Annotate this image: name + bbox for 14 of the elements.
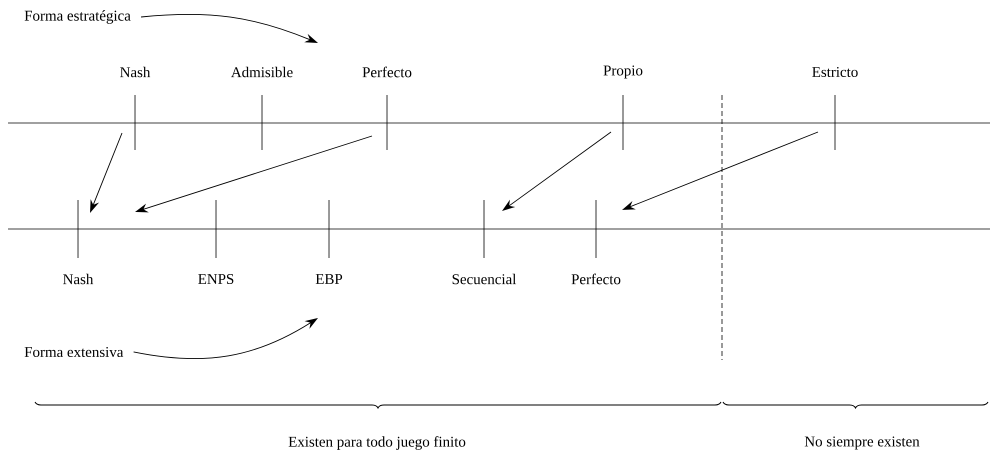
- tick-label: Forma extensiva: [24, 346, 124, 357]
- tick-label: Nash: [120, 66, 150, 78]
- tick-label: Secuencial: [452, 274, 516, 284]
- tick-label: Forma estratégica: [24, 10, 131, 24]
- tick-label: Perfecto: [362, 66, 412, 78]
- brace-label: No siempre existen: [804, 436, 920, 450]
- tick-label: Propio: [604, 65, 642, 79]
- tick-label: Perfecto: [572, 274, 620, 284]
- tick-label: EBP: [316, 274, 342, 284]
- brace-label: Existen para todo juego finito: [288, 436, 466, 450]
- tick-label: ENPS: [198, 274, 234, 284]
- tick-label: Admisible: [231, 66, 293, 78]
- tick-label: Nash: [63, 274, 94, 284]
- tick-label: Estricto: [812, 66, 858, 77]
